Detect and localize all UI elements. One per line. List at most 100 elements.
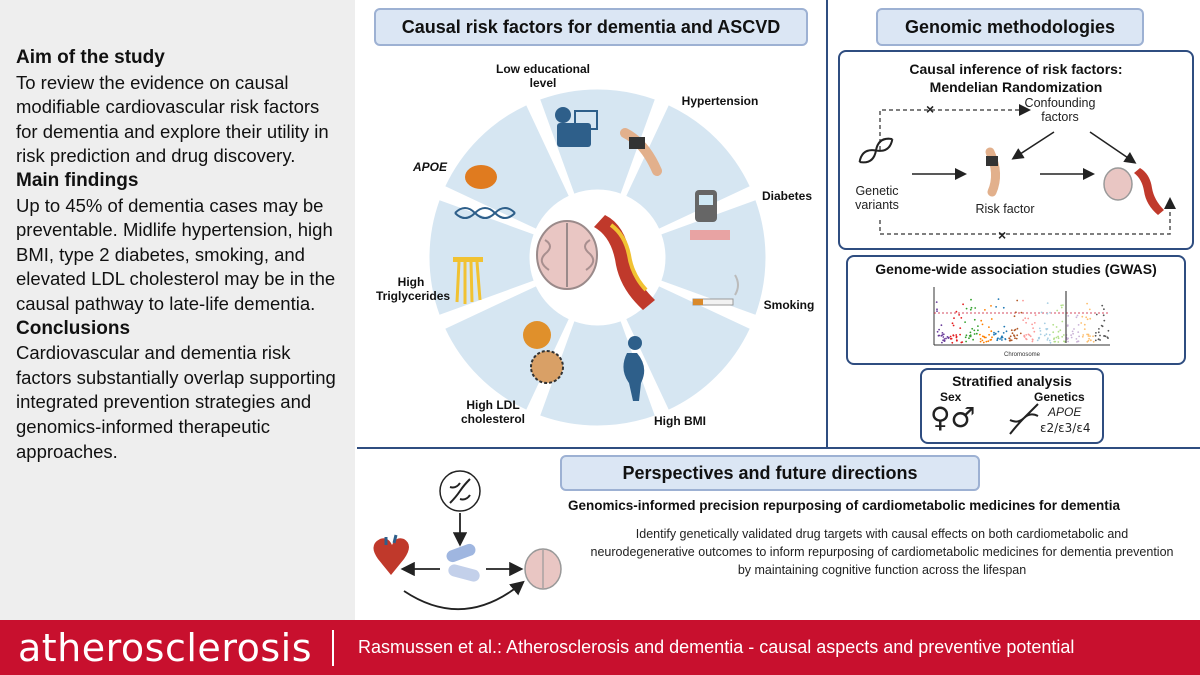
manhattan-dot	[1045, 328, 1048, 331]
manhattan-dot	[1010, 339, 1013, 342]
genomic-title: Genomic methodologies	[876, 8, 1144, 46]
wheel-segment-diabetes	[661, 200, 766, 315]
manhattan-dot	[1048, 333, 1051, 336]
manhattan-dot	[936, 310, 938, 312]
manhattan-dot	[1106, 336, 1109, 339]
manhattan-dot	[1080, 322, 1083, 324]
manhattan-dot	[1049, 311, 1051, 314]
aim-heading: Aim of the study	[16, 47, 165, 68]
label-hypertension: Hypertension	[681, 94, 759, 108]
manhattan-dot	[943, 340, 946, 342]
manhattan-dot	[1061, 320, 1064, 323]
manhattan-dot	[1059, 329, 1062, 332]
manhattan-dot	[1100, 324, 1103, 327]
manhattan-dot	[977, 325, 979, 327]
manhattan-dot	[1038, 327, 1041, 330]
manhattan-dot	[974, 307, 977, 309]
manhattan-dot	[1087, 335, 1090, 337]
manhattan-dot	[1016, 299, 1019, 302]
manhattan-dot	[947, 337, 950, 339]
manhattan-dot	[993, 333, 995, 336]
manhattan-dot	[942, 333, 945, 336]
manhattan-dot	[955, 335, 958, 338]
manhattan-dot	[1095, 332, 1097, 334]
manhattan-dot	[972, 338, 974, 341]
risk-factors-title: Causal risk factors for dementia and ASC…	[374, 8, 808, 46]
manhattan-dot	[979, 340, 982, 343]
citation: Rasmussen et al.: Atherosclerosis and de…	[358, 637, 1075, 657]
conclusions-text: Cardiovascular and dementia risk factors…	[16, 342, 336, 462]
wheel-segments	[429, 89, 766, 426]
manhattan-dot	[988, 333, 990, 336]
manhattan-dot	[999, 338, 1001, 340]
mr-diagram: × ×	[858, 101, 1176, 243]
manhattan-dot	[1097, 338, 1100, 340]
manhattan-dot	[1014, 337, 1016, 340]
manhattan-dot	[965, 340, 967, 343]
manhattan-dot	[973, 329, 976, 332]
mr-confounding: Confounding factors	[1024, 96, 1096, 124]
manhattan-dot	[1001, 339, 1003, 341]
manhattan-dot	[953, 317, 955, 319]
manhattan-dot	[965, 334, 968, 337]
repurposing-diagram	[373, 470, 562, 610]
manhattan-dot	[1102, 314, 1105, 317]
manhattan-dot	[1025, 334, 1028, 336]
manhattan-dot	[1103, 335, 1105, 337]
glucose-meter-icon	[690, 190, 730, 240]
manhattan-dot	[951, 341, 954, 344]
manhattan-dot	[996, 339, 999, 342]
manhattan-dot	[1081, 315, 1084, 318]
manhattan-dot	[955, 310, 958, 313]
manhattan-dot	[990, 338, 993, 341]
manhattan-dot	[1015, 337, 1018, 340]
cigarette-icon	[692, 274, 739, 306]
manhattan-dot	[1057, 337, 1060, 340]
perspectives-body: Identify genetically validated drug targ…	[590, 527, 1174, 577]
manhattan-dot	[970, 298, 972, 301]
label-apoe: APOE	[412, 160, 447, 174]
manhattan-dot	[1092, 335, 1094, 338]
summary-text: Aim of the study To review the evidence …	[16, 46, 346, 464]
manhattan-dot	[1023, 334, 1026, 337]
manhattan-dot	[988, 326, 990, 328]
manhattan-dot	[1075, 316, 1078, 319]
manhattan-dot	[1070, 336, 1073, 339]
manhattan-dot	[949, 335, 952, 338]
label-education: Low educational level	[495, 62, 590, 90]
manhattan-dot	[970, 306, 973, 309]
dna-icon	[858, 137, 894, 164]
manhattan-dot	[1009, 339, 1011, 342]
journal-name: atherosclerosis	[18, 626, 313, 670]
manhattan-dot	[1055, 326, 1058, 328]
manhattan-dot	[1057, 330, 1060, 333]
manhattan-dot	[1052, 331, 1055, 334]
heart-icon	[373, 534, 409, 575]
manhattan-dot	[960, 317, 963, 319]
manhattan-dot	[945, 337, 947, 340]
manhattan-dot	[955, 334, 958, 336]
manhattan-dot	[1060, 306, 1063, 309]
manhattan-dots	[935, 291, 1110, 344]
manhattan-dot	[1107, 329, 1110, 332]
manhattan-dot	[1083, 328, 1086, 330]
manhattan-dot	[1039, 330, 1042, 332]
manhattan-dot	[1056, 309, 1059, 312]
label-triglycerides: High Triglycerides	[376, 275, 451, 303]
svg-text:×: ×	[926, 101, 934, 117]
manhattan-dot	[973, 318, 976, 321]
manhattan-dot	[968, 337, 970, 340]
manhattan-dot	[965, 307, 968, 310]
manhattan-dot	[1029, 335, 1032, 338]
sex-label: Sex	[940, 390, 962, 404]
sex-symbols-icon: ♀♂	[930, 401, 976, 434]
artery-icon	[1134, 168, 1164, 215]
manhattan-dot	[1025, 337, 1027, 340]
manhattan-dot	[977, 329, 979, 332]
mr-genetic-variants: Genetic variants	[855, 184, 899, 212]
manhattan-dot	[1057, 341, 1060, 343]
manhattan-dot	[1033, 322, 1036, 324]
manhattan-dot	[937, 334, 940, 337]
manhattan-dot	[1095, 313, 1098, 316]
manhattan-dot	[969, 331, 972, 334]
